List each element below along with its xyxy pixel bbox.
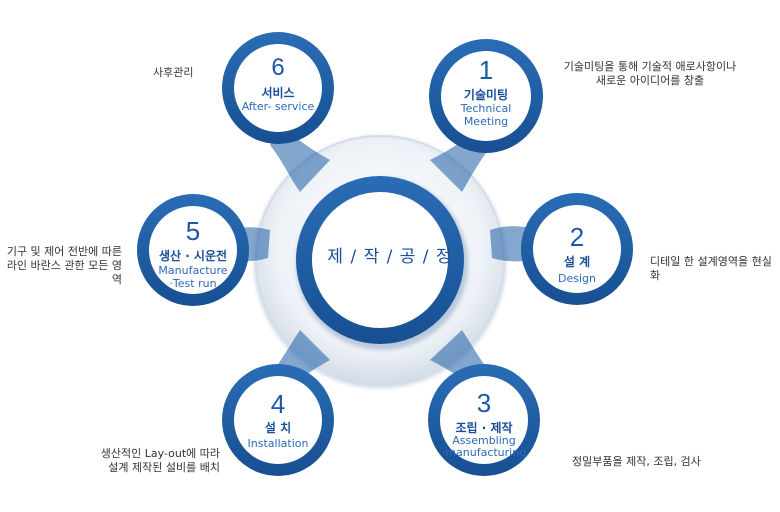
node-1-shape [429, 39, 543, 153]
step-5-description-line-2: 라인 바란스 관한 모든 영역 [6, 259, 122, 286]
node-4-shape [222, 364, 334, 476]
step-3-description: 정밀부품을 제작, 조립, 검사 [572, 455, 701, 468]
step-6-title-en: After- service [241, 100, 315, 113]
step-6-title-ko: 서비스 [261, 86, 295, 100]
step-1-description-line-1: 기술미팅을 통해 기술적 애로사항이나 [563, 60, 737, 73]
step-2-title-en: Design [558, 272, 596, 285]
step-5-description-line-1: 기구 및 제어 전반에 따른 [6, 245, 122, 258]
step-1-number: 1 [478, 55, 494, 85]
step-3-title-en-line-2: ·manufacturing [441, 446, 527, 459]
node-3-shape [428, 364, 540, 476]
step-2-number: 2 [569, 222, 585, 252]
step-5-title-en-line-2: ·Test run [169, 277, 217, 290]
step-nodes [137, 32, 633, 476]
step-5-number: 5 [185, 216, 201, 246]
node-5-shape [137, 194, 249, 306]
step-1-title-en-line-2: Meeting [463, 115, 509, 128]
step-5-title-en-line-1: Manufacture [158, 264, 228, 277]
step-3-title-ko: 조립 · 제작 [455, 421, 513, 435]
step-2-title-ko: 설 계 [563, 255, 591, 269]
step-4-description-line-2: 설계 제작된 설비를 배치 [108, 461, 220, 474]
node-6-shape [222, 32, 334, 144]
step-1-title-ko: 기술미팅 [463, 88, 509, 102]
step-3-number: 3 [476, 388, 492, 418]
step-1-title-en-line-1: Technical [460, 102, 512, 115]
step-4-title-ko: 설 치 [264, 421, 292, 435]
step-6-description: 사후관리 [153, 66, 194, 79]
step-4-title-en: Installation [247, 437, 309, 450]
step-2-description: 디테일 한 설계영역을 현실화 [650, 255, 772, 282]
center-inner [312, 192, 448, 328]
step-4-number: 4 [270, 389, 286, 419]
center-title: 제 / 작 / 공 / 정 [327, 247, 453, 267]
step-4-description-line-1: 생산적인 Lay-out에 따라 [100, 447, 220, 460]
step-3-title-en-line-1: Assembling [452, 434, 516, 447]
step-1-description-line-2: 새로운 아이디어를 창출 [595, 74, 705, 87]
step-5-title-ko: 생산 · 시운전 [158, 249, 228, 263]
arm-6 [270, 128, 330, 192]
node-2-shape [521, 193, 633, 305]
step-6-number: 6 [271, 54, 285, 81]
